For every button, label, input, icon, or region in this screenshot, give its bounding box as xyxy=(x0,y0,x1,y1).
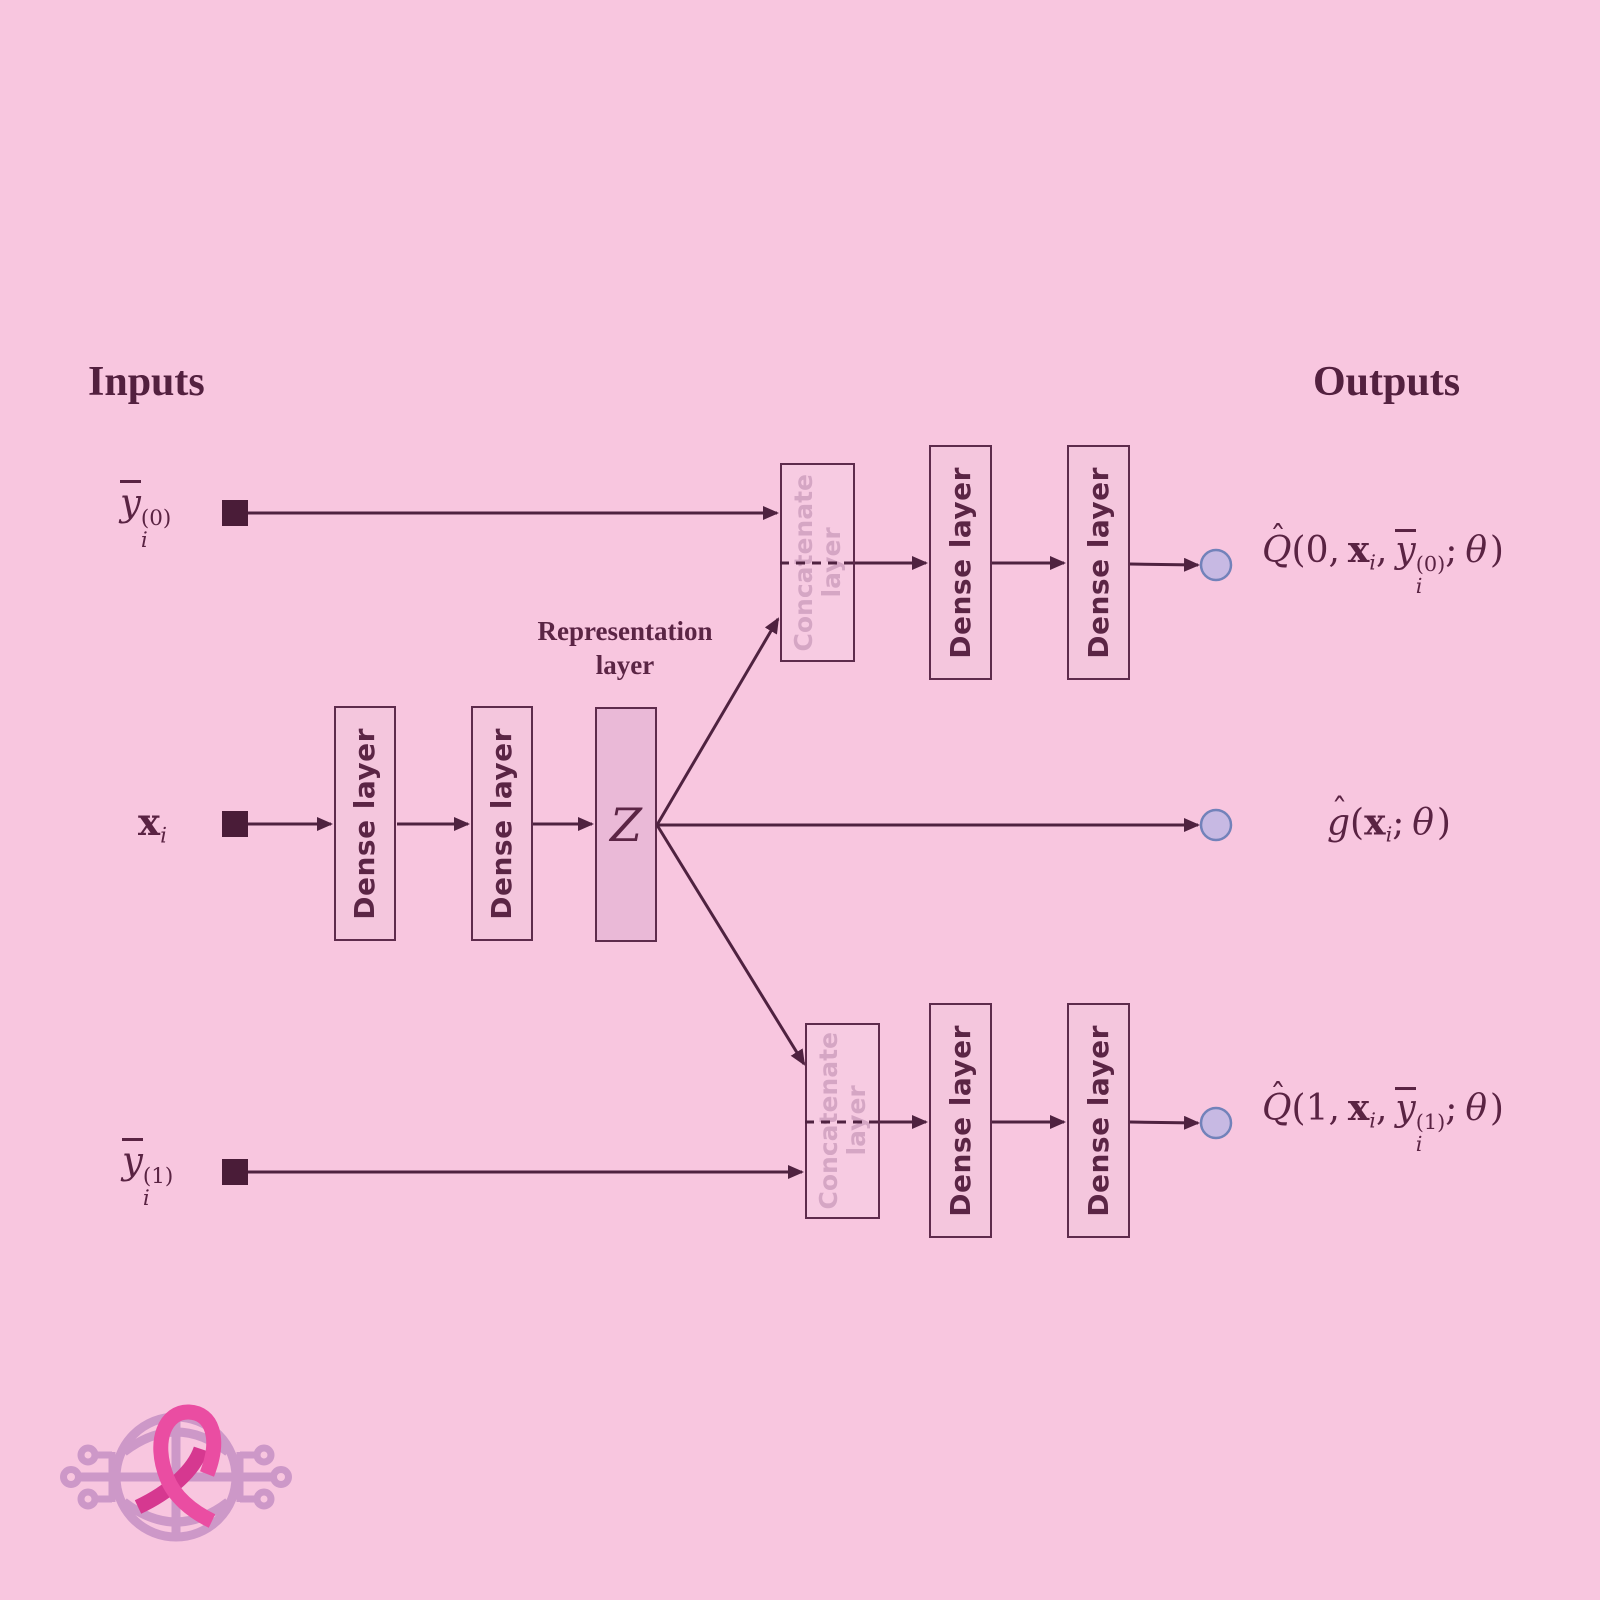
g-open: ( xyxy=(1350,802,1365,844)
q0-open: ( xyxy=(1291,530,1306,572)
hat-accent: ˆ xyxy=(1269,1076,1287,1115)
arrow-dense-top2-to-output-q0 xyxy=(1129,557,1200,572)
q1-xvec: x xyxy=(1347,1087,1370,1130)
ybar1-base: y xyxy=(122,1138,143,1182)
ybar0-scripts: (0)i xyxy=(140,505,172,554)
q1-ysub: i xyxy=(1415,1132,1423,1157)
q0-arg0: 0, xyxy=(1305,530,1340,572)
q1-close: ) xyxy=(1489,1088,1504,1130)
representation-layer-caption: Representation layer xyxy=(505,614,745,682)
dense-layer-box-trunk-2: Dense layer xyxy=(471,706,533,941)
g-theta: θ xyxy=(1412,802,1434,844)
dense-layer-box-trunk-1: Dense layer xyxy=(334,706,396,941)
q0-theta: θ xyxy=(1465,530,1487,572)
ybar1-scripts: (1)i xyxy=(142,1163,174,1212)
ybar0-sup: (0) xyxy=(140,505,172,531)
circuit-nodes-right xyxy=(236,1444,292,1510)
hat-accent: ˆ xyxy=(1331,791,1348,830)
arrow-z-to-concat-top xyxy=(655,617,780,826)
q0-xsub: i xyxy=(1369,550,1376,575)
g-xvec: x xyxy=(1364,801,1386,844)
brand-logo xyxy=(60,1404,292,1542)
representation-layer-z-box: Z xyxy=(595,707,657,942)
x-sub: i xyxy=(160,823,167,849)
input-square-ybar1 xyxy=(222,1159,248,1185)
input-label-ybar1: y(1)i xyxy=(122,1138,173,1211)
hat-accent: ˆ xyxy=(1269,518,1287,557)
q0-yscripts: (0)i xyxy=(1415,552,1446,599)
dense-layer-box-top-1: Dense layer xyxy=(929,445,992,680)
circuit-nodes-left xyxy=(60,1444,116,1510)
q0-comma: , xyxy=(1375,530,1388,572)
dense-layer-box-top-2: Dense layer xyxy=(1067,445,1130,680)
q0-func: Q xyxy=(1262,530,1292,572)
ribbon-under-band xyxy=(134,1446,209,1514)
ybar1-sup: (1) xyxy=(142,1163,174,1189)
g-semi: ; xyxy=(1392,802,1405,844)
dense-layer-box-bottom-2: Dense layer xyxy=(1067,1003,1130,1238)
dense-layer-box-bottom-1: Dense layer xyxy=(929,1003,992,1238)
g-func: g xyxy=(1327,802,1351,844)
q0-semi: ; xyxy=(1445,530,1458,572)
network-globe-icon xyxy=(60,1412,292,1542)
z-label: Z xyxy=(610,797,642,852)
output-node-g xyxy=(1199,808,1233,842)
output-node-q0 xyxy=(1199,548,1233,582)
q1-ysup: (1) xyxy=(1415,1110,1446,1135)
q1-arg0: 1, xyxy=(1305,1088,1340,1130)
q1-func: Q xyxy=(1262,1088,1292,1130)
q0-ybar: y xyxy=(1395,529,1416,572)
q0-ysup: (0) xyxy=(1415,552,1446,577)
q1-yscripts: (1)i xyxy=(1415,1110,1446,1157)
ybar1-sub: i xyxy=(142,1186,150,1212)
q1-comma: , xyxy=(1375,1088,1388,1130)
q1-semi: ; xyxy=(1445,1088,1458,1130)
q0-ysub: i xyxy=(1415,574,1423,599)
awareness-ribbon-icon xyxy=(134,1404,222,1528)
input-square-ybar0 xyxy=(222,500,248,526)
input-square-x xyxy=(222,811,248,837)
input-label-x: xi xyxy=(138,800,167,849)
q1-open: ( xyxy=(1291,1088,1306,1130)
arrow-dense-bot2-to-output-q1 xyxy=(1129,1115,1200,1130)
representation-caption-line1: Representation xyxy=(537,616,713,646)
globe-latitude-lower xyxy=(121,1498,231,1527)
representation-caption-line2: layer xyxy=(595,650,655,680)
q1-theta: θ xyxy=(1465,1088,1487,1130)
input-label-ybar0: y(0)i xyxy=(120,480,171,553)
q0-close: ) xyxy=(1489,530,1504,572)
ribbon-loop-band xyxy=(153,1404,222,1528)
output-node-q1 xyxy=(1199,1106,1233,1140)
q1-ybar: y xyxy=(1395,1087,1416,1130)
arrow-z-to-concat-bottom xyxy=(655,824,806,1066)
g-xsub: i xyxy=(1385,822,1393,847)
x-base: x xyxy=(138,800,161,844)
inputs-heading: Inputs xyxy=(88,359,205,405)
ybar0-base: y xyxy=(120,480,141,524)
q1-xsub: i xyxy=(1369,1108,1376,1133)
q0-xvec: x xyxy=(1347,529,1370,572)
outputs-heading: Outputs xyxy=(1313,359,1461,405)
ybar0-sub: i xyxy=(140,528,148,554)
g-close: ) xyxy=(1436,802,1451,844)
